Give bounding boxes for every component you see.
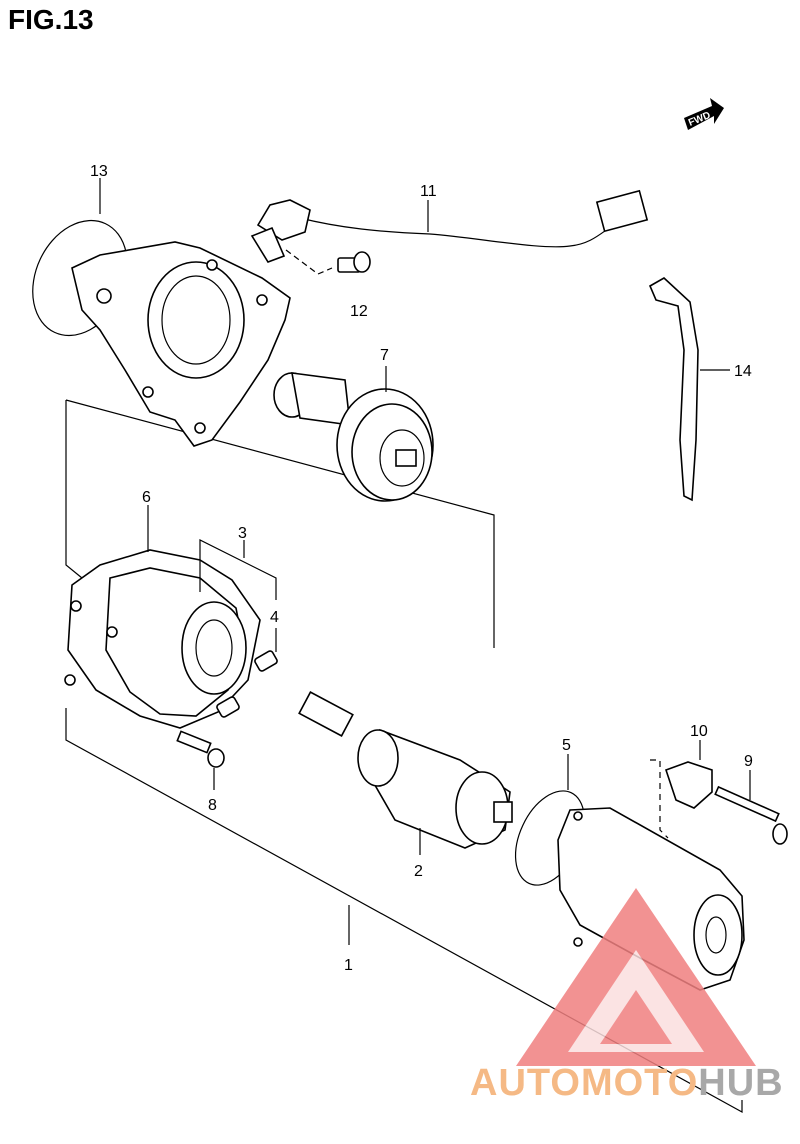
- part-1-yoke: [557, 807, 745, 991]
- callout-10: 10: [690, 723, 708, 740]
- callout-2: 2: [414, 863, 423, 880]
- fwd-arrow-icon: FWD: [684, 98, 724, 130]
- callout-12: 12: [350, 303, 368, 320]
- part-3-4-brushes-springs: [199, 539, 278, 718]
- callout-5: 5: [562, 737, 571, 754]
- watermark-logo: AUTOMOTOHUB: [470, 1062, 784, 1105]
- part-10-bracket: [650, 740, 713, 839]
- part-2-armature: [298, 691, 513, 855]
- callout-3: 3: [238, 525, 247, 542]
- callout-8: 8: [208, 797, 217, 814]
- callout-7: 7: [380, 347, 389, 364]
- callout-6: 6: [142, 489, 151, 506]
- callout-13: 13: [90, 163, 108, 180]
- part-11-lead-wire: [250, 189, 649, 275]
- callout-4: 4: [270, 609, 279, 626]
- watermark-part1: AUTOMOTO: [470, 1062, 699, 1104]
- callout-1: 1: [344, 957, 353, 974]
- watermark-triangle-icon: [516, 888, 756, 1066]
- watermark-part2: HUB: [698, 1062, 784, 1104]
- callout-11: 11: [420, 183, 437, 200]
- part-9-long-bolt: [714, 770, 788, 845]
- callout-labels: 13 11 12 7 14 6 3 4 8 2 10 5 9 1: [90, 163, 753, 974]
- part-7-starter-drive: [273, 366, 434, 502]
- figure-title: FIG.13: [8, 4, 94, 35]
- part-6-brush-holder: [64, 505, 261, 729]
- callout-14: 14: [734, 363, 752, 380]
- fwd-label: FWD: [687, 110, 712, 129]
- part-13-housing: [32, 178, 291, 447]
- part-12-bolt: [337, 251, 371, 273]
- part-8-screw: [176, 730, 225, 790]
- callout-9: 9: [744, 753, 753, 770]
- part-14-clamp: [648, 277, 730, 502]
